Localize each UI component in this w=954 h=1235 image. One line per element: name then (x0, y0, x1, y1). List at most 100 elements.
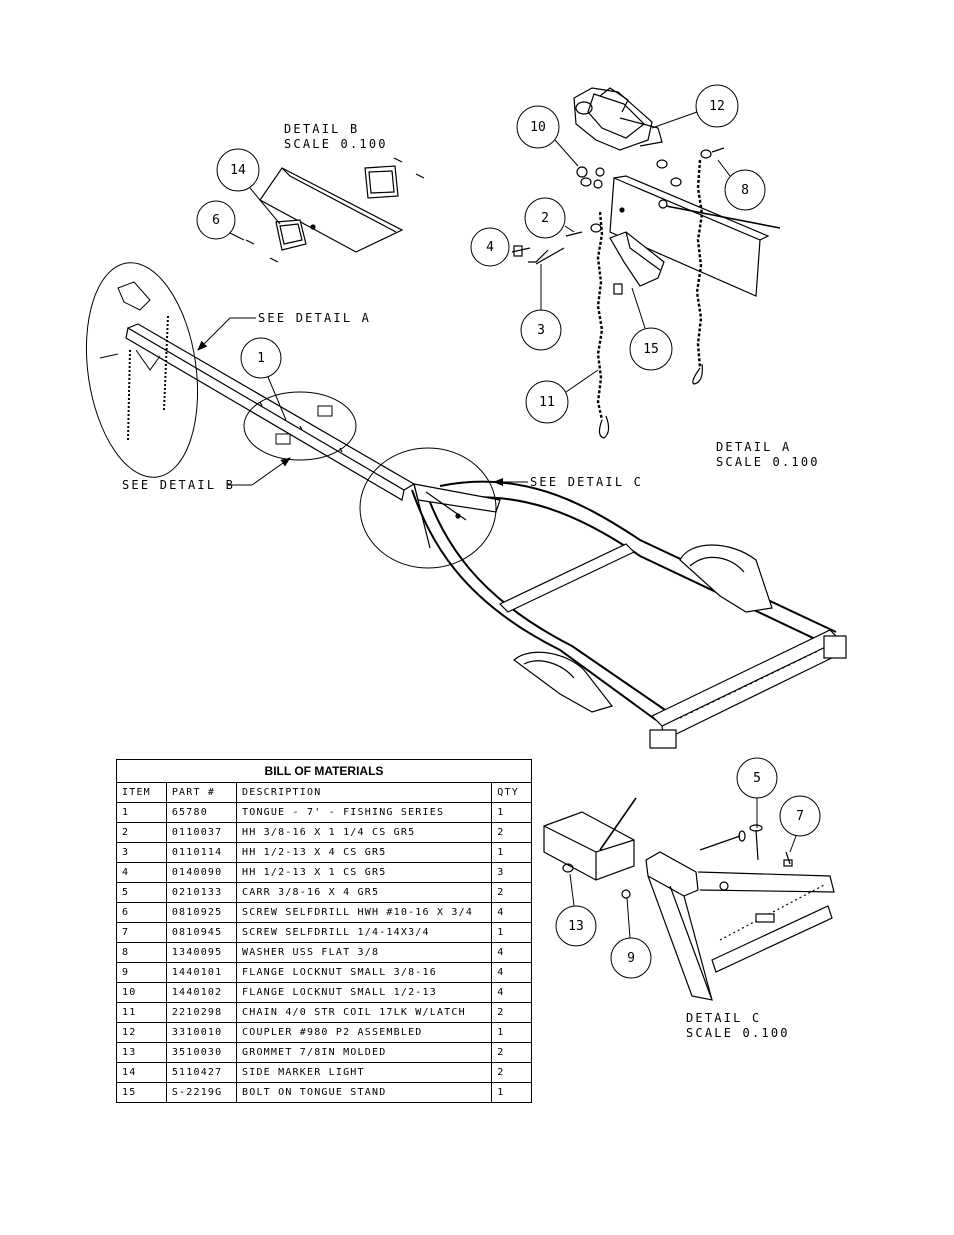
bom-cell-item: 3 (116, 842, 167, 863)
bom-header-qty: QTY (491, 782, 532, 803)
detail-c-group: DETAIL C SCALE 0.100 (543, 797, 835, 1040)
svg-text:4: 4 (486, 240, 494, 255)
bom-cell-description: HH 1/2-13 X 1 CS GR5 (235, 862, 493, 883)
see-detail-callouts: SEE DETAIL A SEE DETAIL B SEE DETAIL C (122, 311, 643, 492)
bom-cell-part: 1340095 (165, 942, 238, 963)
svg-text:7: 7 (796, 809, 804, 824)
bom-cell-part: 0110037 (165, 822, 238, 843)
bom-cell-item: 4 (116, 862, 167, 883)
see-detail-a-label: SEE DETAIL A (258, 311, 371, 325)
bom-cell-description: GROMMET 7/8IN MOLDED (235, 1042, 493, 1063)
svg-text:2: 2 (541, 211, 549, 226)
bom-header-item: ITEM (116, 782, 167, 803)
bom-header-part: PART # (165, 782, 238, 803)
bom-cell-item: 1 (116, 802, 167, 823)
bom-cell-qty: 4 (491, 962, 532, 983)
bom-cell-description: SCREW SELFDRILL HWH #10-16 X 3/4 (235, 902, 493, 923)
bom-header-description: DESCRIPTION (235, 782, 493, 803)
bom-title: BILL OF MATERIALS (116, 759, 532, 783)
bom-cell-qty: 1 (491, 922, 532, 943)
bom-cell-item: 2 (116, 822, 167, 843)
bom-cell-description: CARR 3/8-16 X 4 GR5 (235, 882, 493, 903)
detail-callout-ellipses (85, 262, 497, 569)
bom-cell-part: 0210133 (165, 882, 238, 903)
bom-cell-qty: 1 (491, 1022, 532, 1043)
bom-cell-item: 11 (116, 1002, 167, 1023)
bom-cell-item: 10 (116, 982, 167, 1003)
bom-cell-qty: 1 (491, 842, 532, 863)
detail-b-miniature (275, 405, 333, 445)
bom-cell-description: CHAIN 4/0 STR COIL 17LK W/LATCH (235, 1002, 493, 1023)
bom-cell-description: HH 1/2-13 X 4 CS GR5 (235, 842, 493, 863)
balloon-14: 14 (216, 148, 281, 225)
bom-cell-qty: 2 (491, 822, 532, 843)
balloon-11: 11 (525, 369, 599, 424)
bom-cell-part: 0810945 (165, 922, 238, 943)
balloon-5: 5 (736, 757, 778, 828)
balloon-8: 8 (717, 159, 766, 211)
bom-cell-description: TONGUE - 7' - FISHING SERIES (235, 802, 493, 823)
svg-text:10: 10 (530, 120, 546, 135)
svg-text:8: 8 (741, 183, 749, 198)
bom-cell-item: 13 (116, 1042, 167, 1063)
balloon-10: 10 (516, 105, 579, 167)
bom-cell-qty: 4 (491, 982, 532, 1003)
bom-cell-qty: 4 (491, 902, 532, 923)
bom-cell-qty: 4 (491, 942, 532, 963)
bom-cell-part: S-2219G (165, 1082, 238, 1103)
item-balloons: 1 2 3 4 5 6 7 8 9 10 11 12 13 14 15 (196, 84, 821, 979)
svg-text:14: 14 (230, 163, 246, 178)
bom-cell-qty: 1 (491, 802, 532, 823)
svg-text:9: 9 (627, 951, 635, 966)
trailer-frame (125, 323, 847, 749)
bom-cell-qty: 2 (491, 1002, 532, 1023)
bill-of-materials-table: BILL OF MATERIALS ITEM PART # DESCRIPTIO… (116, 759, 532, 1103)
svg-text:3: 3 (537, 323, 545, 338)
bom-cell-part: 3310010 (165, 1022, 238, 1043)
bom-cell-part: 1440101 (165, 962, 238, 983)
bom-cell-qty: 2 (491, 1062, 532, 1083)
bom-cell-description: FLANGE LOCKNUT SMALL 3/8-16 (235, 962, 493, 983)
bom-cell-part: 0140090 (165, 862, 238, 883)
bom-cell-part: 3510030 (165, 1042, 238, 1063)
balloon-4: 4 (470, 227, 510, 267)
detail-a-group: DETAIL A SCALE 0.100 (511, 87, 817, 469)
bom-cell-qty: 3 (491, 862, 532, 883)
balloon-2: 2 (524, 197, 575, 239)
balloon-6: 6 (196, 200, 245, 241)
bom-cell-description: FLANGE LOCKNUT SMALL 1/2-13 (235, 982, 493, 1003)
bom-cell-description: SCREW SELFDRILL 1/4-14X3/4 (235, 922, 493, 943)
see-detail-c-label: SEE DETAIL C (530, 475, 643, 489)
bom-cell-qty: 2 (491, 1042, 532, 1063)
bom-cell-part: 65780 (165, 802, 238, 823)
bom-cell-description: HH 3/8-16 X 1 1/4 CS GR5 (235, 822, 493, 843)
bom-cell-description: WASHER USS FLAT 3/8 (235, 942, 493, 963)
balloon-3: 3 (520, 264, 562, 351)
bom-header-row: ITEM PART # DESCRIPTION QTY (116, 782, 532, 803)
bom-cell-part: 5110427 (165, 1062, 238, 1083)
bom-cell-qty: 2 (491, 882, 532, 903)
bom-cell-item: 6 (116, 902, 167, 923)
bom-cell-item: 8 (116, 942, 167, 963)
bom-cell-item: 9 (116, 962, 167, 983)
detail-a-miniature (99, 281, 169, 441)
svg-text:13: 13 (568, 919, 584, 934)
balloon-1: 1 (240, 337, 287, 421)
svg-text:5: 5 (753, 771, 761, 786)
bom-cell-part: 1440102 (165, 982, 238, 1003)
bom-cell-part: 2210298 (165, 1002, 238, 1023)
balloon-7: 7 (779, 795, 821, 853)
detail-b-group: DETAIL B SCALE 0.100 (245, 122, 425, 263)
